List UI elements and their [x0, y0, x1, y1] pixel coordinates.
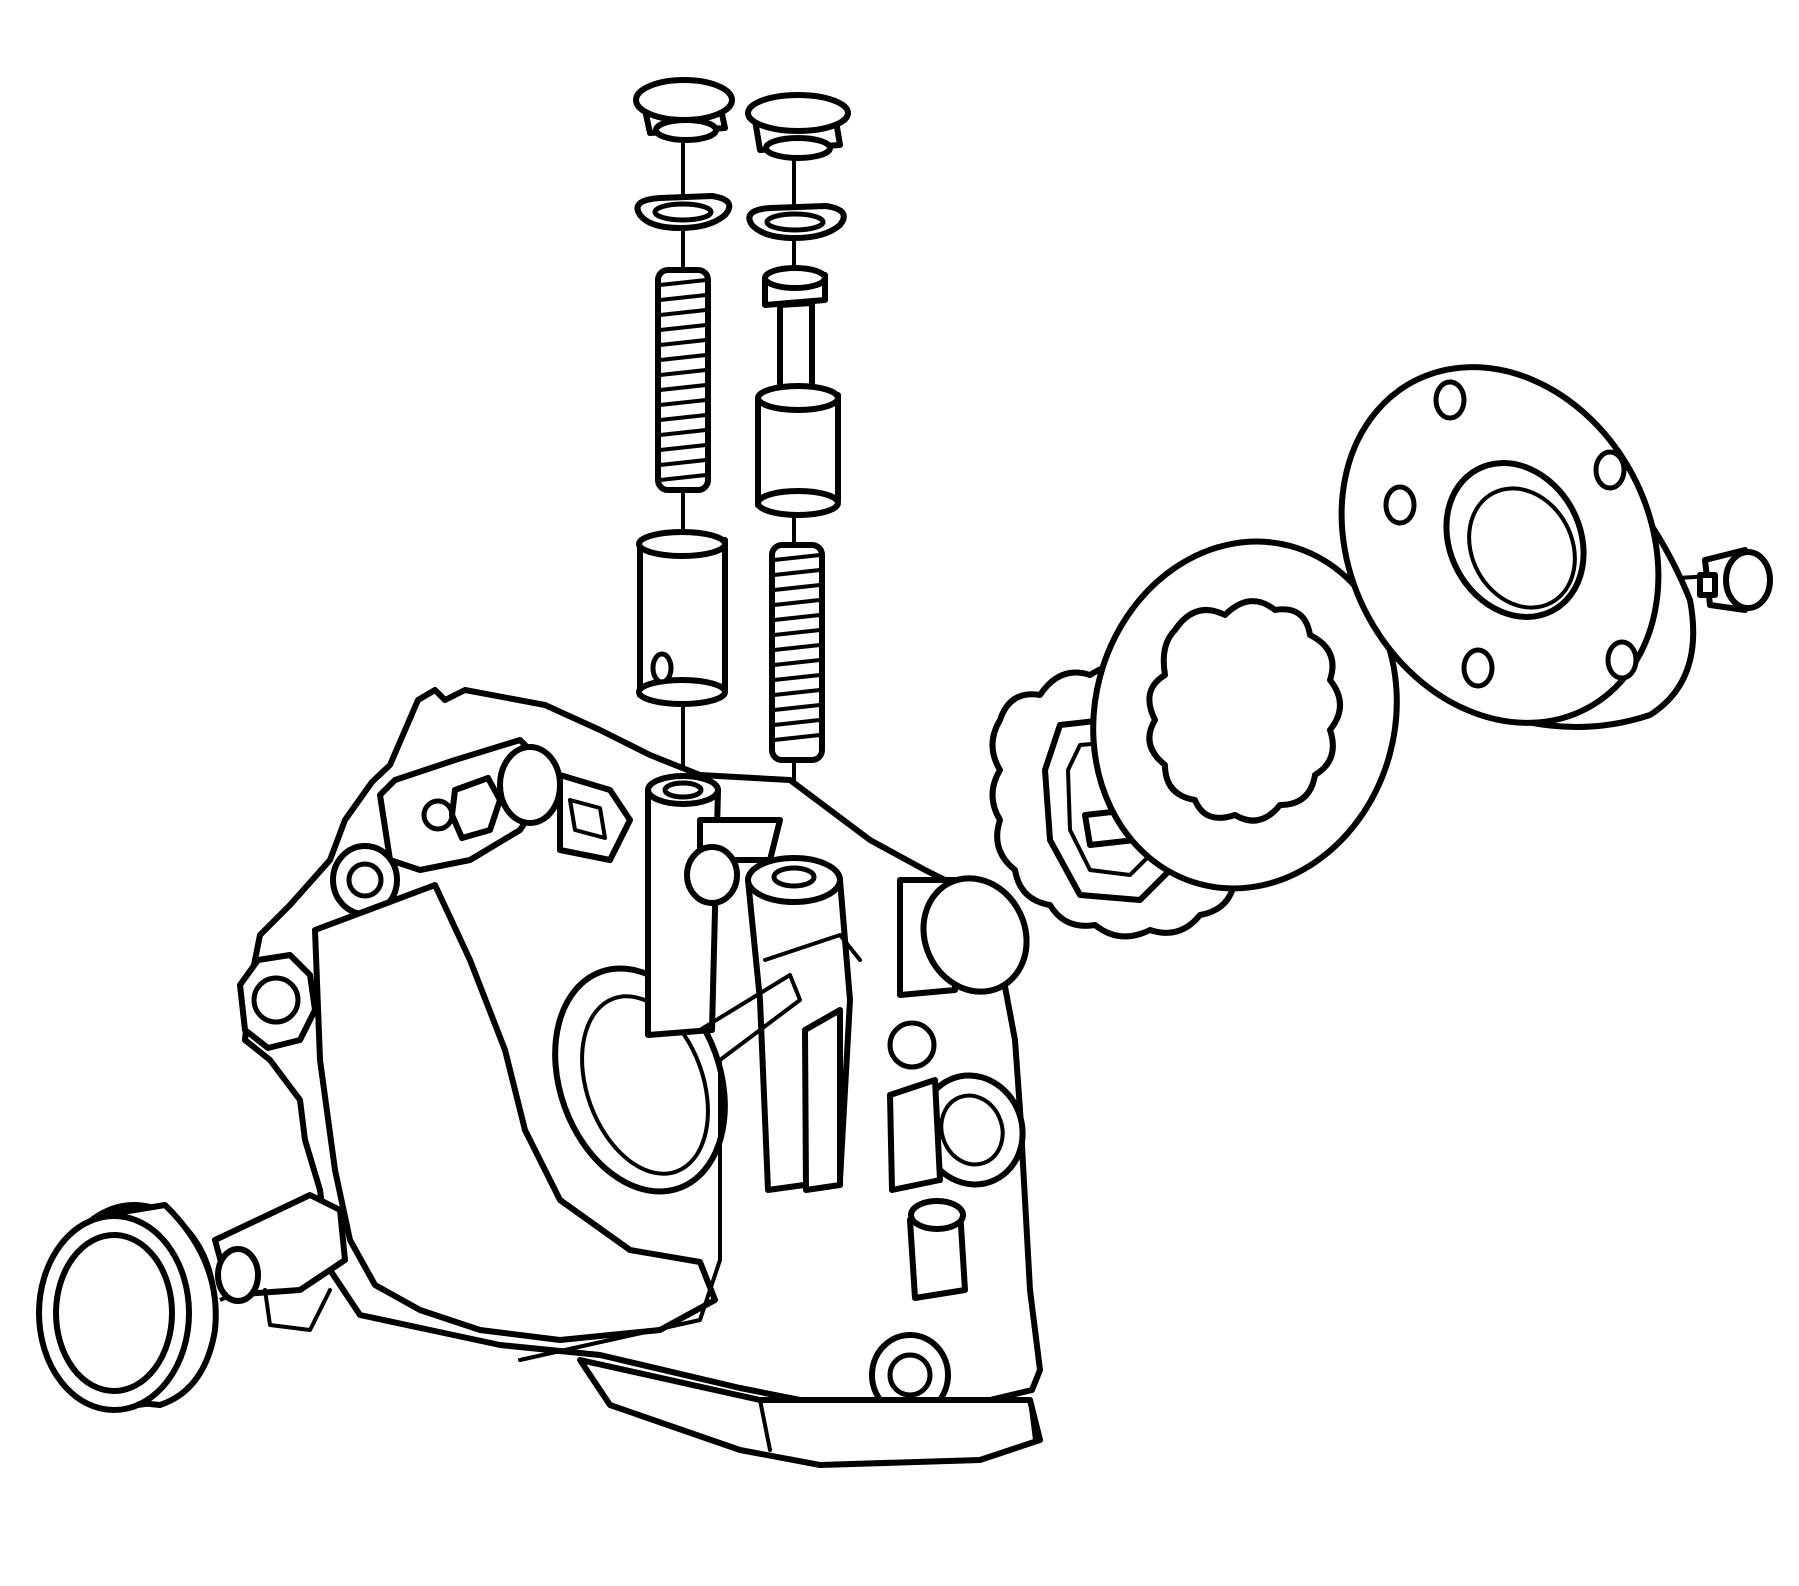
cover-bolt-hole-4 [1605, 639, 1639, 681]
bracket-round-port [497, 744, 563, 826]
pressure-relief-valve [636, 529, 728, 707]
bracket-square-port [557, 772, 633, 863]
relief-valve-port [650, 651, 674, 685]
regulator-valve [755, 383, 841, 518]
oil-gallery-edge [518, 973, 802, 1362]
regulator-retaining-ring [746, 203, 847, 241]
pressure-relief-plug [633, 77, 735, 143]
housing-front-face [312, 882, 718, 1343]
cover-screw-head [1723, 549, 1773, 611]
regulator-spring [769, 542, 825, 763]
outer-gear-teeth-bore [1146, 598, 1343, 824]
cover-bolt-hole-2 [1593, 449, 1627, 491]
pressure-relief-retaining-ring [634, 193, 733, 231]
bracket-bolt-hole [421, 798, 455, 832]
left-lug-bolt-hole [251, 975, 301, 1025]
bracket-hex-boss [449, 775, 503, 841]
regulator-rib [802, 1007, 843, 1193]
cover-bolt-hole-3 [1383, 484, 1417, 526]
housing-middle-boss [684, 844, 740, 906]
cover-bolt-hole-1 [1433, 379, 1467, 421]
cover-screw [1697, 547, 1773, 613]
upper-left-lug-hole [346, 861, 384, 899]
crankshaft-bore-inner [580, 994, 710, 1176]
regulator-spring-seat [762, 265, 828, 395]
crankshaft-front-seal [36, 1202, 219, 1413]
regulator-stack [745, 92, 851, 763]
housing-bottom-flange [577, 1357, 1043, 1468]
cover-bolt-hole-5 [1461, 647, 1495, 689]
oil-pump-housing [212, 687, 1043, 1468]
right-bolt-hole [887, 1020, 937, 1070]
outer-gerotor-gear [1090, 538, 1400, 892]
pressure-relief-stack [633, 77, 735, 707]
seal-lip [53, 1232, 175, 1394]
bottom-bolt-hole [887, 1352, 933, 1398]
pressure-relief-spring [655, 267, 711, 493]
spout-opening [215, 1246, 261, 1304]
pump-cover [1338, 364, 1697, 730]
regulator-plug [745, 92, 851, 161]
